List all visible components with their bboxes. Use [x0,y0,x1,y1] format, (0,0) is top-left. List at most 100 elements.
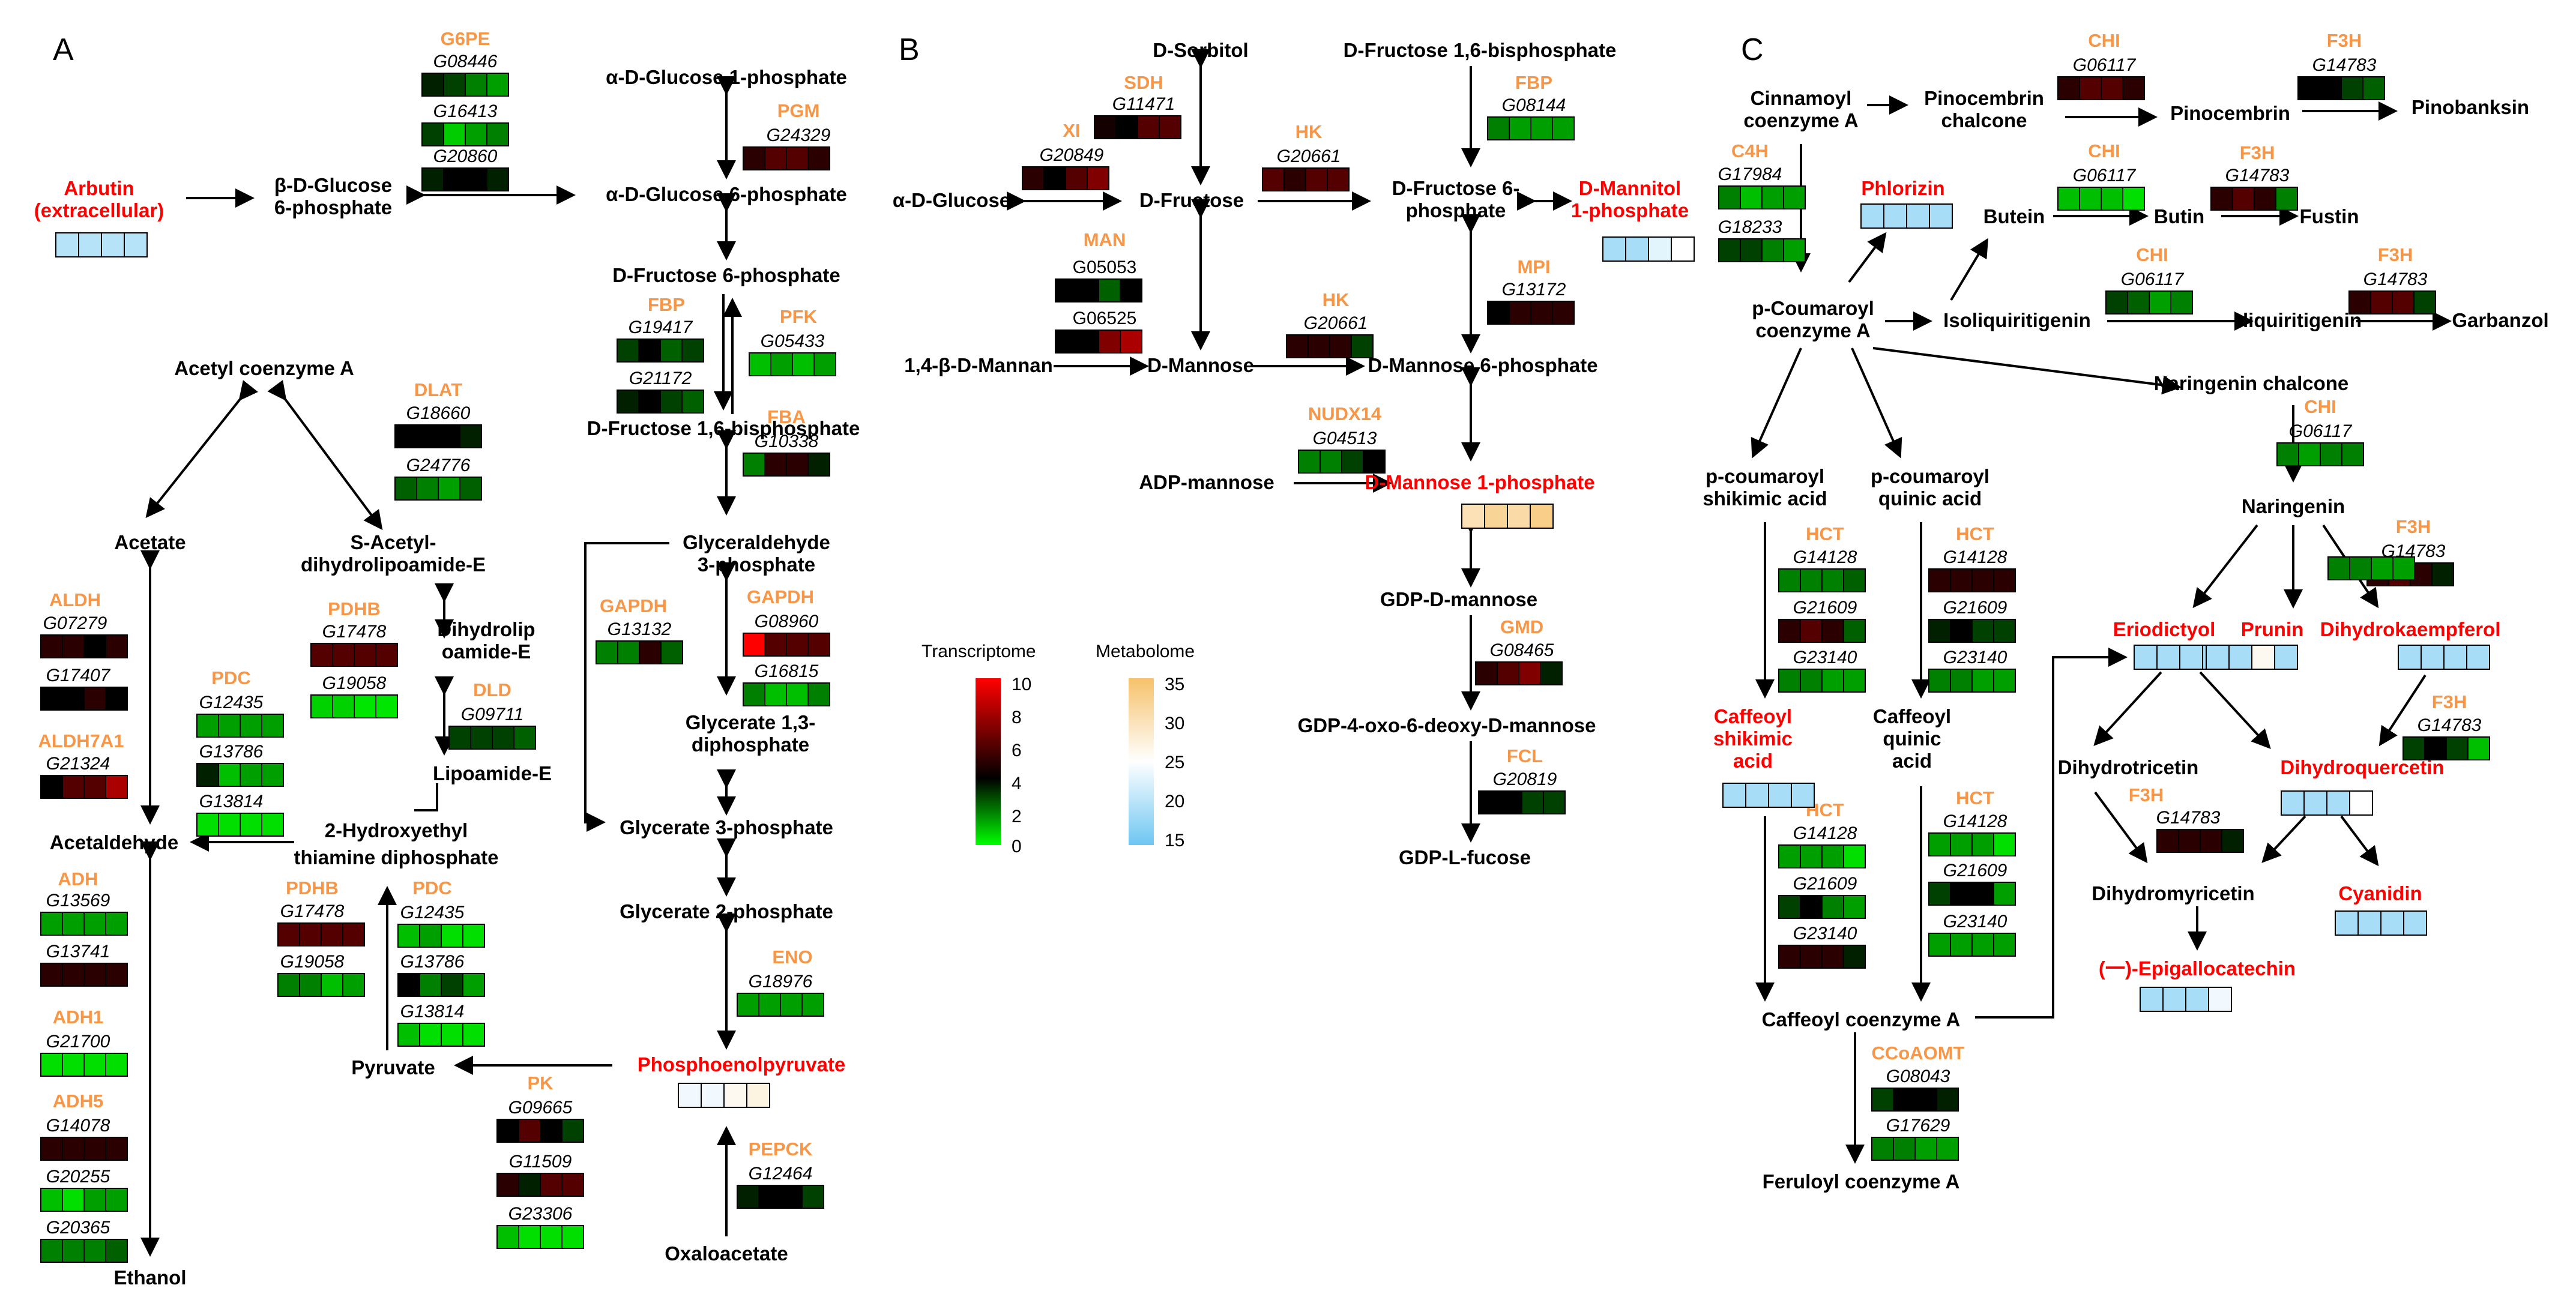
heatmap-cell [105,1137,128,1161]
metabolite-label: Butein [1983,205,2045,227]
heatmap-cell [749,352,771,376]
heatmap-strip [737,1185,824,1209]
heatmap-cell [1843,669,1866,693]
metabolite-label: Eriodictyol [2113,618,2216,640]
heatmap-strip [1487,116,1575,140]
heatmap-cell [681,339,704,363]
metabolite-label: acid [1733,750,1773,772]
heatmap-strip [1478,790,1566,814]
gene-label: G14783 [2418,715,2482,735]
metabolome-cell [2335,910,2359,936]
metabolite-label: Caffeoyl [1714,705,1792,727]
metabolome-cell [1768,783,1792,808]
metabolome-cell [2326,790,2350,816]
heatmap-cell [441,924,463,948]
enzyme-label: HCT [1956,523,1994,544]
heatmap-cell [2446,736,2469,760]
heatmap-cell [416,424,439,448]
metabolite-label: Glycerate 1,3- [686,711,815,733]
heatmap-cell [1821,669,1844,693]
heatmap-cell [332,643,355,667]
enzyme-label: DLD [473,679,511,700]
heatmap-cell [2319,76,2342,100]
heatmap-cell [465,167,487,191]
heatmap-cell [2276,442,2299,466]
heatmap-cell [801,1185,824,1209]
heatmap-cell [1893,1088,1916,1112]
heatmap-cell [2424,736,2447,760]
enzyme-label: ADH1 [53,1007,103,1028]
metabolite-box [1461,504,1554,529]
gene-label: G06117 [2073,55,2137,75]
heatmap-cell [459,424,482,448]
heatmap-cell [462,924,485,948]
heatmap-cell [1521,790,1544,814]
heatmap-cell [1718,238,1741,262]
heatmap-cell [2371,556,2394,580]
metabolite-label: Garbanzol [2452,309,2548,331]
heatmap-cell [1500,790,1522,814]
gene-label: G05053 [1073,257,1137,277]
metabolite-label: Cinnamoyl [1751,87,1852,109]
heatmap-cell [1993,882,2016,906]
metabolite-label: 6-phosphate [274,196,392,218]
color-legend: Transcriptome Metabolome 10 8 6 4 2 0 35… [922,642,1195,856]
gene-label: G14783 [2156,808,2221,828]
metabolite-label: shikimic [1713,727,1793,750]
heatmap-cell [83,1188,106,1212]
heatmap-cell [1993,933,2016,957]
heatmap-cell [743,633,765,657]
heatmap-cell [40,912,63,936]
heatmap-cell [561,1119,584,1143]
heatmap-cell [1497,661,1519,685]
heatmap-cell [1971,619,1994,643]
heatmap-cell [1120,330,1142,354]
heatmap-strip [277,973,365,997]
heatmap-cell [83,1137,106,1161]
heatmap-cell [1115,115,1138,139]
heatmap-strip [2105,290,2193,314]
heatmap-cell [83,963,106,987]
legend-tick: 0 [1012,837,1022,856]
heatmap-strip [277,922,365,946]
gene-label: G20255 [46,1167,110,1187]
heatmap-cell [1329,334,1352,358]
heatmap-strip [2210,187,2298,211]
metabolite-box [2335,910,2427,936]
heatmap-cell [1509,116,1531,140]
heatmap-cell [416,477,439,501]
heatmap-cell [540,1173,563,1197]
heatmap-cell [1341,450,1364,474]
gene-label: G13814 [199,792,264,811]
heatmap-cell [807,682,830,706]
heatmap-cell [1778,844,1801,868]
heatmap-cell [218,813,241,837]
panel-label-c: C [1741,32,1764,67]
heatmap-strip [1928,832,2016,856]
heatmap-cell [807,633,830,657]
metabolite-label: oamide-E [442,640,531,663]
heatmap-cell [310,694,333,718]
heatmap-strip [310,694,398,718]
heatmap-strip [196,813,284,837]
gene-label: G19058 [322,673,387,693]
heatmap-cell [743,682,765,706]
enzyme-label: HK [1323,289,1350,310]
metabolite-box [2140,987,2232,1012]
heatmap-cell [394,424,417,448]
heatmap-cell [2079,76,2102,100]
gene-label: G17478 [322,622,387,642]
gene-label: G16413 [433,101,498,121]
metabolite-box [1602,236,1695,262]
heatmap-cell [2057,76,2080,100]
heatmap-strip [2156,829,2244,853]
heatmap-cell [1821,568,1844,592]
metabolite-label: coenzyme A [1755,319,1870,342]
heatmap-cell [617,390,639,414]
heatmap-cell [105,687,128,711]
heatmap-cell [1043,166,1066,190]
heatmap-cell [496,1173,519,1197]
heatmap-cell [1843,895,1866,919]
legend-tick: 15 [1165,831,1184,850]
heatmap-cell [1800,895,1823,919]
